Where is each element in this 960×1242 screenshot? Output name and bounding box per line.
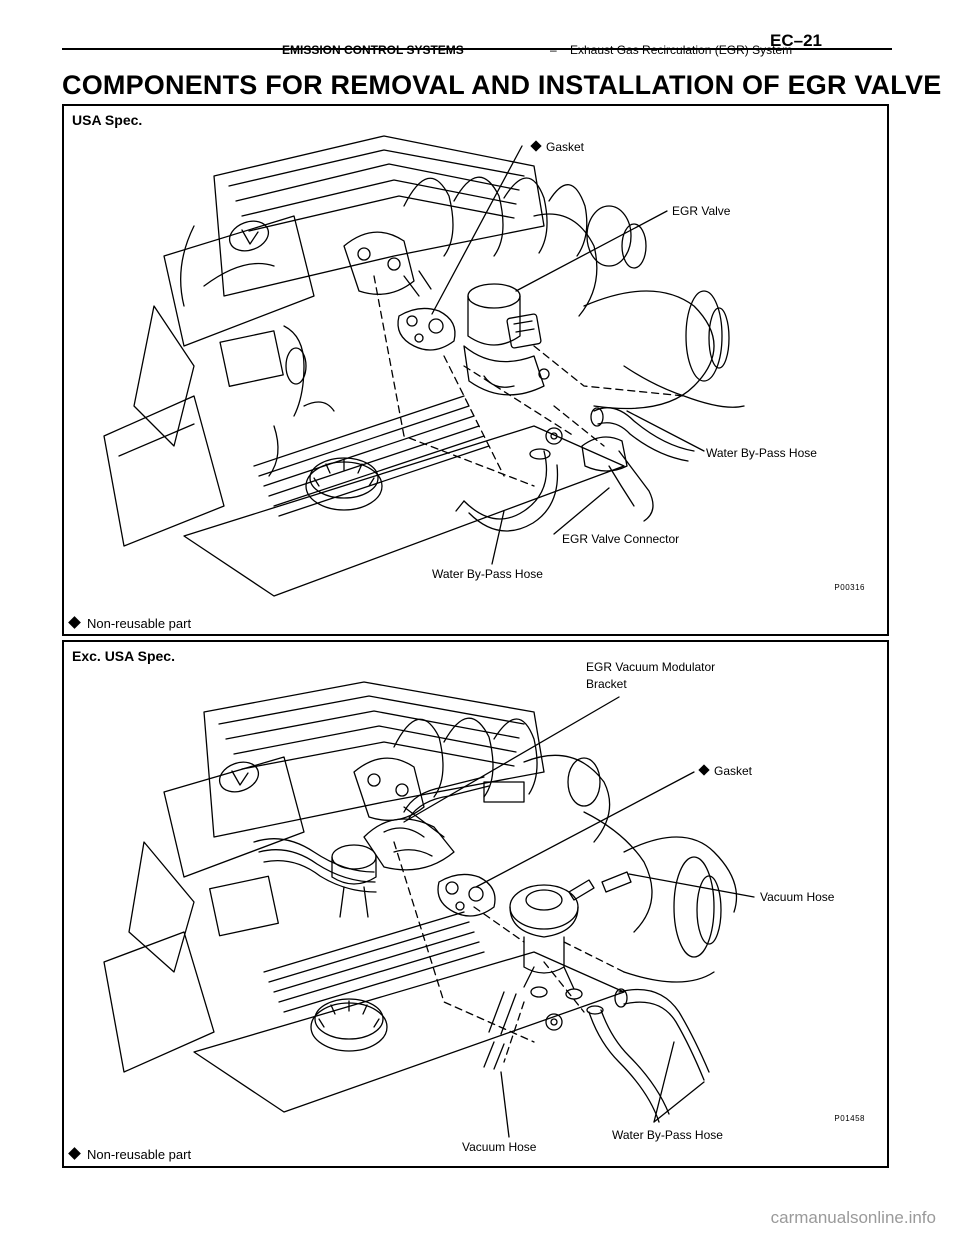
figure-code-exc-usa: P01458 xyxy=(834,1114,865,1123)
callout-water-bypass-hose-bottom: Water By-Pass Hose xyxy=(432,567,543,581)
callout-gasket: Gasket xyxy=(530,140,585,154)
non-reusable-diamond-icon xyxy=(68,616,81,629)
header-separator: – xyxy=(550,43,557,57)
non-reusable-note-usa: Non-reusable part xyxy=(68,616,192,631)
page-number: EC–21 xyxy=(770,31,822,50)
non-reusable-diamond-icon xyxy=(530,140,542,152)
callout-modulator-bracket-line1: EGR Vacuum Modulator xyxy=(586,660,716,674)
callout-egr-valve: EGR Valve xyxy=(672,204,731,218)
callout-modulator-bracket-line2: Bracket xyxy=(586,677,627,691)
callout-gasket: Gasket xyxy=(698,764,753,778)
callout-vacuum-hose-bottom: Vacuum Hose xyxy=(462,1140,537,1154)
callout-water-bypass-hose: Water By-Pass Hose xyxy=(612,1128,723,1142)
watermark: carmanualsonline.info xyxy=(770,1208,936,1227)
callout-gasket-text: Gasket xyxy=(714,764,753,778)
callout-egr-valve-connector: EGR Valve Connector xyxy=(562,532,680,546)
header-subsection: Exhaust Gas Recirculation (EGR) System xyxy=(570,43,793,57)
spec-label-usa: USA Spec. xyxy=(72,112,143,128)
engine-illustration-exc-usa xyxy=(103,681,755,1138)
figure-usa-spec: USA Spec. Gasket EGR Valve Water By-Pass… xyxy=(62,104,889,636)
callout-vacuum-hose-right: Vacuum Hose xyxy=(760,890,835,904)
non-reusable-diamond-icon xyxy=(68,1147,81,1160)
figure-exc-usa-spec: Exc. USA Spec. EGR Vacuum Modulator Brac… xyxy=(62,640,889,1168)
callout-gasket-text: Gasket xyxy=(546,140,585,154)
non-reusable-diamond-icon xyxy=(698,764,710,776)
page-header: EMISSION CONTROL SYSTEMS – Exhaust Gas R… xyxy=(62,26,892,57)
spec-label-exc-usa: Exc. USA Spec. xyxy=(72,648,175,664)
header-section: EMISSION CONTROL SYSTEMS xyxy=(282,43,464,57)
engine-illustration-usa xyxy=(103,135,745,597)
non-reusable-note-text: Non-reusable part xyxy=(87,616,192,631)
figure-code-usa: P00316 xyxy=(834,583,865,592)
non-reusable-note-text: Non-reusable part xyxy=(87,1147,192,1162)
page-title: COMPONENTS FOR REMOVAL AND INSTALLATION … xyxy=(62,70,942,100)
callout-water-bypass-hose-right: Water By-Pass Hose xyxy=(706,446,817,460)
non-reusable-note-exc-usa: Non-reusable part xyxy=(68,1147,192,1162)
